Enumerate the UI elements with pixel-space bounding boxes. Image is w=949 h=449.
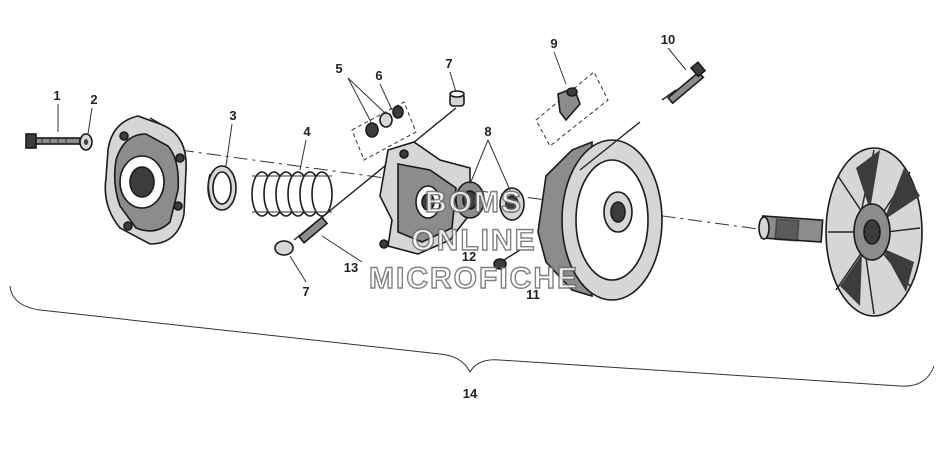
part-1-bolt [25, 133, 81, 149]
part-5-6-roller [351, 101, 417, 161]
movable-sheave [537, 121, 663, 301]
callout-6: 6 [375, 68, 382, 83]
watermark-line-2: ONLINE [411, 224, 536, 257]
callout-12: 12 [462, 249, 476, 264]
callout-9: 9 [550, 36, 557, 51]
watermark-line-3: MICROFICHE [369, 262, 579, 295]
callouts: 1 2 3 4 5 6 7 7 8 9 10 11 12 13 14 [53, 32, 675, 401]
part-4-spring [251, 171, 333, 217]
callout-10: 10 [661, 32, 675, 47]
callout-13: 13 [344, 260, 358, 275]
fixed-sheave-fan [758, 147, 923, 317]
part-8-rollers [455, 181, 525, 221]
watermark-line-1: BOMS [425, 186, 523, 219]
part-2-washer [79, 133, 93, 151]
callout-4: 4 [303, 124, 311, 139]
callout-14: 14 [463, 386, 478, 401]
spider-plate [379, 141, 471, 255]
part-10-bolt [661, 61, 707, 105]
callout-1: 1 [53, 88, 60, 103]
callout-8: 8 [484, 124, 491, 139]
part-13-pin [274, 107, 457, 256]
leader-lines [57, 47, 687, 283]
part-7-pin-head [449, 90, 465, 107]
part-9-weight-arm [535, 71, 609, 147]
callout-5: 5 [335, 61, 342, 76]
callout-11: 11 [526, 287, 540, 302]
end-cover [104, 115, 187, 245]
part-3-bushing [207, 165, 237, 211]
watermark: BOMS ONLINE MICROFICHE [368, 185, 579, 295]
part-11-screw [493, 249, 521, 270]
callout-7-upper: 7 [445, 56, 452, 71]
callout-3: 3 [229, 108, 236, 123]
callout-7-lower: 7 [302, 284, 309, 299]
callout-2: 2 [90, 92, 97, 107]
assembly-brace [9, 285, 935, 387]
